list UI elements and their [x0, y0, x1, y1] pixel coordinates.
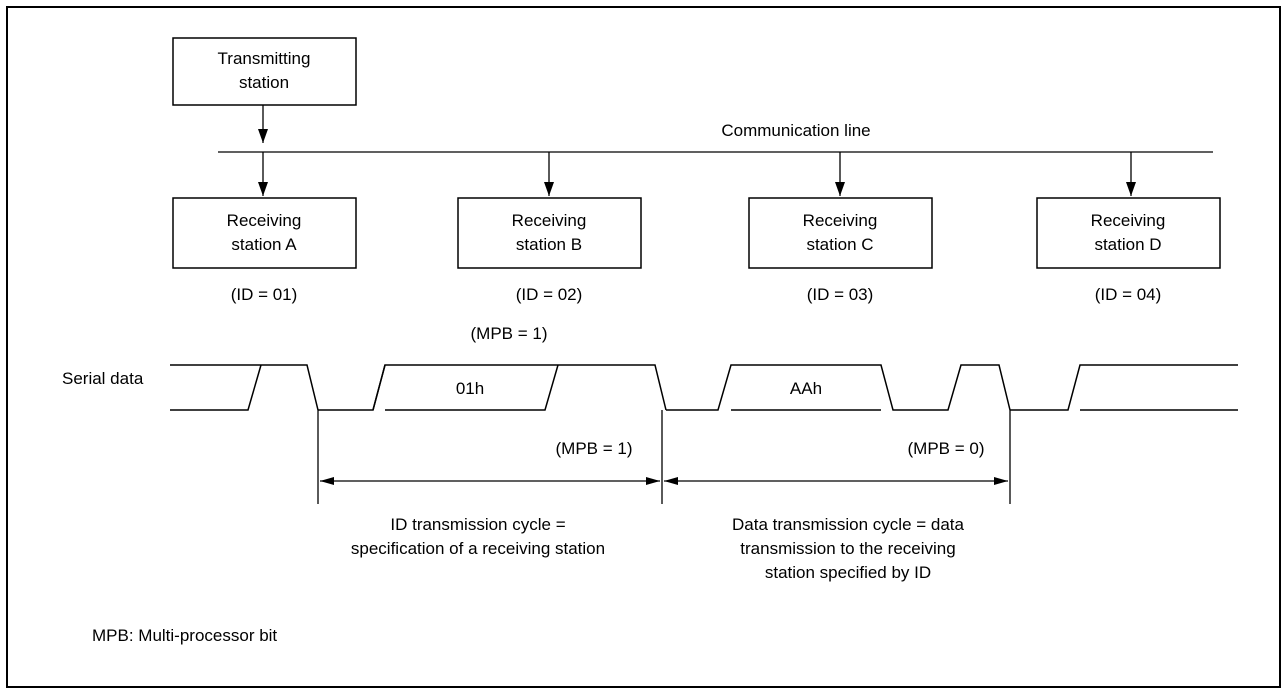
byte-01h-label: 01h [456, 379, 484, 398]
receiving-station-c-id: (ID = 03) [807, 285, 874, 304]
footnote: MPB: Multi-processor bit [92, 626, 277, 645]
mpb-id-cycle-label: (MPB = 1) [556, 439, 633, 458]
receiving-station-d-line2: station D [1094, 235, 1161, 254]
transmit-arrow [258, 105, 268, 143]
mpb-data-cycle-label: (MPB = 0) [908, 439, 985, 458]
communication-line-label: Communication line [721, 121, 870, 140]
receiving-station-d: Receiving station D (ID = 04) [1036, 197, 1221, 304]
mpb-top-label: (MPB = 1) [471, 324, 548, 343]
data-cycle-text-line2: transmission to the receiving [740, 539, 955, 558]
receiving-station-c: Receiving station C (ID = 03) [748, 197, 933, 304]
receiver-drops [258, 152, 1136, 196]
receiving-station-b: Receiving station B (ID = 02) [457, 197, 642, 304]
byte-aah-label: AAh [790, 379, 822, 398]
receiving-station-c-line1: Receiving [803, 211, 878, 230]
receiving-station-a: Receiving station A (ID = 01) [172, 197, 357, 304]
receiving-station-a-id: (ID = 01) [231, 285, 298, 304]
id-cycle-text-line2: specification of a receiving station [351, 539, 605, 558]
id-cycle-dimension-arrow [320, 477, 660, 485]
data-cycle-dimension-arrow [664, 477, 1008, 485]
receiving-station-d-line1: Receiving [1091, 211, 1166, 230]
receiving-station-a-line1: Receiving [227, 211, 302, 230]
communication-line: Communication line [218, 121, 1213, 153]
id-cycle-text-line1: ID transmission cycle = [390, 515, 565, 534]
transmitting-station-label-line1: Transmitting [218, 49, 311, 68]
data-cycle-text-line1: Data transmission cycle = data [732, 515, 965, 534]
serial-data-label: Serial data [62, 369, 144, 388]
transmitting-station-box: Transmitting station [172, 37, 357, 106]
cycle-boundaries [317, 410, 1011, 504]
receiving-station-b-line2: station B [516, 235, 582, 254]
serial-data-waveform [170, 364, 1238, 411]
receiving-station-c-line2: station C [806, 235, 873, 254]
receiving-station-d-id: (ID = 04) [1095, 285, 1162, 304]
receiving-station-b-line1: Receiving [512, 211, 587, 230]
data-cycle-text-line3: station specified by ID [765, 563, 931, 582]
receiving-station-a-line2: station A [231, 235, 297, 254]
transmitting-station-label-line2: station [239, 73, 289, 92]
receiving-station-b-id: (ID = 02) [516, 285, 583, 304]
figure-frame [6, 6, 1281, 688]
